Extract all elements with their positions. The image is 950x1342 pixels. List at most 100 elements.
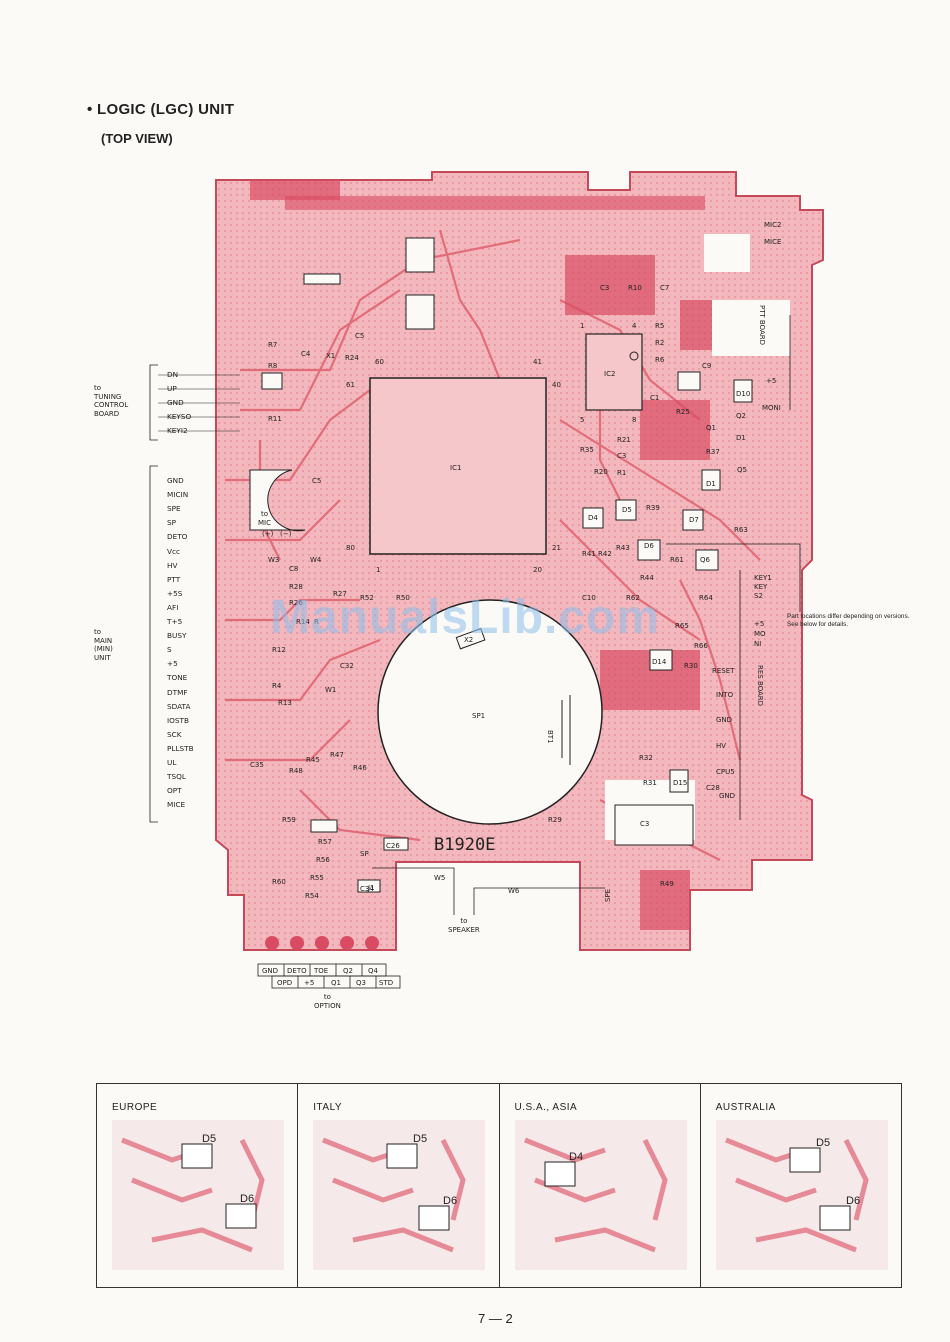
svg-text:5: 5 xyxy=(580,416,584,424)
svg-text:C34: C34 xyxy=(360,885,374,893)
svg-text:R62: R62 xyxy=(626,594,640,602)
o1-4: Q4 xyxy=(368,967,379,975)
svg-text:60: 60 xyxy=(375,358,384,366)
svg-text:R41: R41 xyxy=(582,550,596,558)
top-connector xyxy=(285,196,705,210)
svg-text:R47: R47 xyxy=(330,751,344,759)
svg-text:X2: X2 xyxy=(464,636,473,644)
svg-text:Q5: Q5 xyxy=(737,466,747,474)
svg-text:R5: R5 xyxy=(655,322,664,330)
svg-text:C3: C3 xyxy=(640,820,649,828)
variant-name: U.S.A., ASIA xyxy=(514,1102,578,1113)
rl-key: KEY xyxy=(754,583,768,591)
pin-tsql: TSQL xyxy=(167,772,186,782)
svg-text:D7: D7 xyxy=(689,516,699,524)
svg-text:R45: R45 xyxy=(306,756,320,764)
svg-text:R30: R30 xyxy=(684,662,698,670)
svg-text:R2: R2 xyxy=(655,339,664,347)
pin-sp: SP xyxy=(167,518,177,528)
svg-text:R37: R37 xyxy=(706,448,720,456)
svg-text:R59: R59 xyxy=(282,816,296,824)
leader-lines xyxy=(372,315,801,915)
svg-text:R10: R10 xyxy=(628,284,642,292)
svg-text:R7: R7 xyxy=(268,341,277,349)
svg-text:R61: R61 xyxy=(670,556,684,564)
svg-text:R49: R49 xyxy=(660,880,674,888)
svg-text:R26: R26 xyxy=(289,599,303,607)
svg-text:C8: C8 xyxy=(289,565,298,573)
mic-label: to MIC xyxy=(258,510,271,527)
option-label: to OPTION xyxy=(314,993,341,1010)
pin-dtmf: DTMF xyxy=(167,687,188,697)
svg-text:C4: C4 xyxy=(301,350,311,358)
pin-keyi2: KEYI2 xyxy=(167,426,188,435)
rl-s2: S2 xyxy=(754,592,763,600)
svg-text:W3: W3 xyxy=(268,556,279,564)
svg-text:R46: R46 xyxy=(353,764,367,772)
w5: W5 xyxy=(434,874,445,882)
svg-text:SP: SP xyxy=(360,850,369,858)
rl-gnd: GND xyxy=(716,716,732,724)
rl-hv: HV xyxy=(716,742,726,750)
svg-text:D6: D6 xyxy=(644,542,654,550)
variant-usa-asia: U.S.A., ASIA D4 xyxy=(500,1084,701,1287)
svg-text:R35: R35 xyxy=(580,446,594,454)
ic2-package xyxy=(585,333,643,411)
pin-deto: DETO xyxy=(167,532,188,542)
variant-italy: ITALY D5 D6 xyxy=(298,1084,500,1287)
svg-text:C3: C3 xyxy=(617,452,626,460)
ic2-label: IC2 xyxy=(604,370,615,378)
pin-s: S xyxy=(167,645,172,655)
variant-europe: EUROPE D5 D6 xyxy=(97,1084,299,1287)
pin-gnd: GND xyxy=(167,476,184,485)
svg-text:R8: R8 xyxy=(268,362,277,370)
svg-text:R66: R66 xyxy=(694,642,708,650)
pin-keyso: KEYSO xyxy=(167,412,192,421)
svg-text:61: 61 xyxy=(346,381,355,389)
o1-0: GND xyxy=(262,967,278,975)
pcb-board-outline xyxy=(215,171,824,951)
svg-text:8: 8 xyxy=(632,416,636,424)
svg-text:R11: R11 xyxy=(268,415,282,423)
spe-pin: SPE xyxy=(604,889,612,902)
svg-text:R24: R24 xyxy=(345,354,359,362)
variant-pcb-detail: D5 D6 xyxy=(715,1120,888,1270)
ic1-label: IC1 xyxy=(450,464,461,472)
svg-text:R20: R20 xyxy=(594,468,608,476)
pin-5s: +5S xyxy=(167,588,183,598)
rl-mice: MICE xyxy=(764,238,781,246)
pin-pllstb: PLLSTB xyxy=(167,743,194,753)
watermark: ManualsLib.com xyxy=(270,591,661,644)
svg-text:R54: R54 xyxy=(305,892,319,900)
variant-pcb-detail: D5 D6 xyxy=(313,1120,486,1270)
svg-text:D6: D6 xyxy=(443,1195,457,1207)
svg-text:R6: R6 xyxy=(655,356,665,364)
variant-panel: EUROPE D5 D6 ITALY D5 D6 U.S.A., ASIA D4… xyxy=(96,1083,902,1288)
o1-1: DETO xyxy=(287,967,307,975)
rl-into: INTO xyxy=(716,691,734,699)
svg-text:SP1: SP1 xyxy=(472,712,485,720)
pin-ul: UL xyxy=(167,758,177,767)
o2-2: Q1 xyxy=(331,979,341,987)
svg-text:R43: R43 xyxy=(616,544,630,552)
svg-text:D5: D5 xyxy=(202,1133,216,1145)
svg-text:C5: C5 xyxy=(355,332,364,340)
svg-text:R63: R63 xyxy=(734,526,748,534)
svg-text:W4: W4 xyxy=(310,556,322,564)
svg-text:R1: R1 xyxy=(617,469,626,477)
svg-text:D6: D6 xyxy=(240,1193,254,1205)
pin-leaders xyxy=(158,374,240,432)
pin-busy: BUSY xyxy=(167,631,187,641)
j1-pads xyxy=(265,936,379,950)
svg-text:D14: D14 xyxy=(652,658,667,666)
rl-cpu5: CPU5 xyxy=(716,768,735,776)
tuning-board-label: to TUNING CONTROL BOARD xyxy=(94,384,129,418)
svg-text:R60: R60 xyxy=(272,878,286,886)
svg-text:Q1: Q1 xyxy=(706,424,716,432)
svg-text:C3: C3 xyxy=(600,284,609,292)
svg-text:Q6: Q6 xyxy=(700,556,711,564)
svg-text:R42: R42 xyxy=(598,550,612,558)
